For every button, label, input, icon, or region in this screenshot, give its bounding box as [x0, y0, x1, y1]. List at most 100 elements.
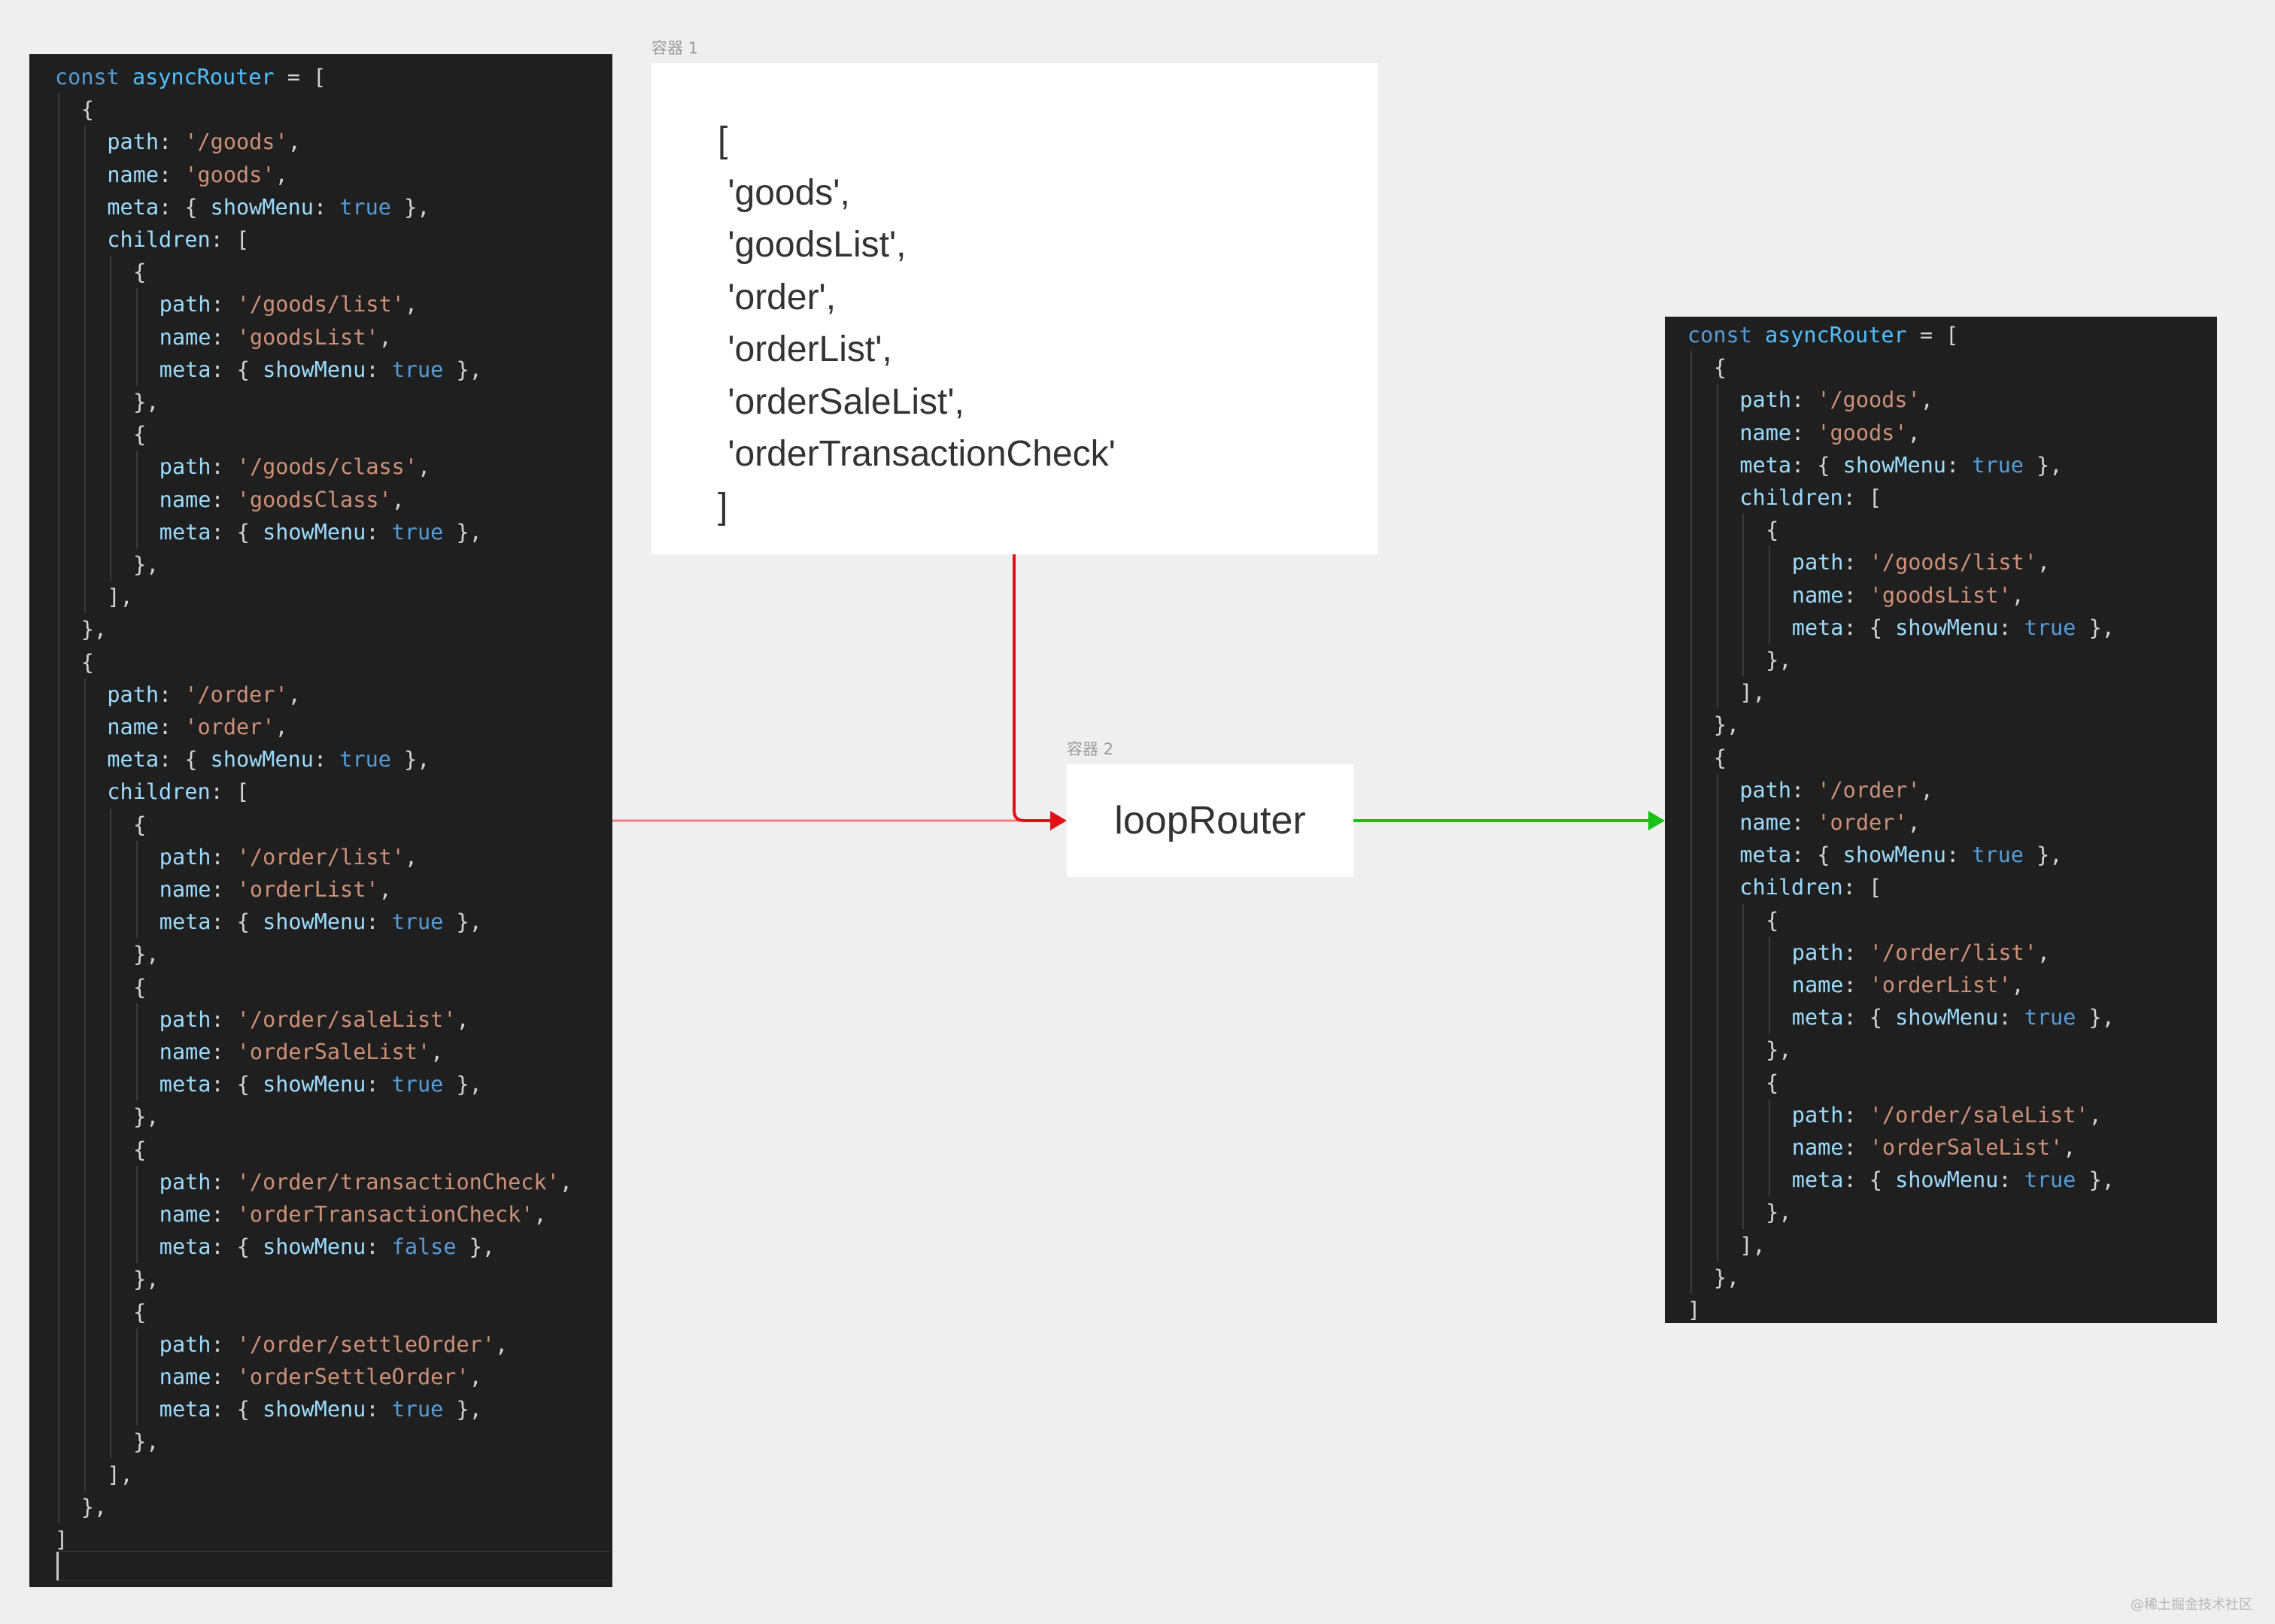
indent-guide [1716, 773, 1718, 1261]
code-token: { [1766, 1070, 1779, 1095]
code-token: : { [211, 1072, 263, 1097]
code-token: { [1713, 355, 1727, 381]
code-line: { [29, 971, 612, 1003]
code-token: true [2024, 1005, 2076, 1031]
code-token: children [1739, 875, 1843, 900]
code-line: name: 'orderSaleList', [29, 1036, 612, 1068]
container2-box: loopRouter [1067, 764, 1353, 877]
code-token: const [1687, 323, 1765, 348]
code-line: name: 'orderSettleOrder', [29, 1361, 612, 1393]
code-token: showMenu [210, 747, 314, 773]
code-token: { [133, 422, 147, 448]
code-token: meta [1739, 842, 1792, 868]
code-token: : [159, 162, 185, 187]
code-token: name [159, 877, 211, 902]
code-token: : [211, 1169, 237, 1194]
code-token: '/order/saleList' [1869, 1102, 2089, 1128]
code-token: name [1791, 1135, 1844, 1160]
code-token: { [1766, 907, 1779, 933]
code-token: ] [55, 1527, 68, 1552]
code-token: meta [159, 909, 211, 935]
code-token: name [159, 487, 211, 512]
code-token: 'goods' [184, 162, 275, 187]
code-token: }, [2076, 615, 2115, 640]
code-line: meta: { showMenu: true }, [29, 906, 612, 938]
code-line: meta: { showMenu: true }, [1665, 1164, 2217, 1196]
code-token: : [ [210, 779, 250, 805]
code-token: }, [133, 552, 159, 577]
code-token: meta [159, 1397, 211, 1422]
code-token: children [107, 227, 211, 252]
code-line: }, [29, 1491, 612, 1523]
code-line: path: '/order/saleList', [1665, 1099, 2217, 1131]
code-token: : [211, 487, 237, 512]
indent-guide [136, 1328, 138, 1426]
code-line: { [29, 646, 612, 678]
code-line: children: [ [29, 776, 612, 808]
code-line: }, [29, 1425, 612, 1458]
code-token: , [430, 1040, 444, 1064]
code-token: name [107, 715, 159, 739]
code-token: }, [80, 617, 108, 642]
code-token: , [2011, 973, 2024, 997]
code-line: meta: { showMenu: false }, [29, 1231, 612, 1263]
code-line: name: 'goodsClass', [29, 484, 612, 516]
code-token: : [1843, 1135, 1870, 1160]
code-line: path: '/order/saleList', [29, 1003, 612, 1036]
code-token: showMenu [263, 1397, 366, 1422]
code-token: true [391, 1072, 444, 1097]
code-token: path [159, 1006, 211, 1032]
container2-caption: 容器 2 [1067, 740, 1114, 758]
code-token: : { [1791, 452, 1843, 478]
code-token: path [1791, 939, 1844, 965]
code-line: name: 'order', [1665, 806, 2217, 839]
code-token: true [1972, 452, 2024, 478]
code-token: showMenu [1842, 452, 1946, 478]
code-token: }, [133, 1429, 159, 1455]
code-line: name: 'goodsList', [29, 321, 612, 354]
code-token: path [1739, 777, 1792, 803]
code-line: }, [29, 1263, 612, 1295]
current-line-highlight [56, 1551, 610, 1581]
code-token: , [1907, 420, 1921, 445]
code-token: }, [443, 357, 482, 382]
code-token: ], [1739, 1232, 1766, 1258]
code-line: path: '/order/list', [1665, 936, 2217, 969]
code-token: : { [211, 1234, 263, 1260]
code-token: name [107, 162, 159, 187]
code-token: meta [1791, 615, 1844, 640]
code-line: { [1665, 351, 2217, 384]
code-token: : [211, 1202, 237, 1227]
code-token: ] [1687, 1298, 1701, 1322]
code-token: ], [1739, 680, 1766, 706]
code-token: , [417, 454, 431, 480]
code-token: : { [1843, 1005, 1896, 1031]
code-token: { [1766, 518, 1779, 543]
code-line: name: 'goods', [29, 159, 612, 191]
code-line: { [29, 418, 612, 451]
code-line: name: 'orderTransactionCheck', [29, 1198, 612, 1231]
code-token: meta [1791, 1167, 1844, 1193]
code-token: meta [159, 519, 211, 545]
code-token: }, [2076, 1005, 2115, 1031]
code-token: path [159, 844, 211, 870]
code-token: }, [443, 909, 482, 935]
indent-guide [136, 288, 138, 386]
code-token: '/order/transactionCheck' [236, 1169, 560, 1194]
code-token: meta [159, 357, 211, 382]
code-token: : [159, 715, 185, 739]
code-token: { [133, 260, 147, 285]
code-line: path: '/order/transactionCheck', [29, 1166, 612, 1198]
code-token: : { [211, 357, 263, 382]
code-line: path: '/goods/list', [1665, 546, 2217, 578]
code-token: , [391, 487, 405, 512]
code-token: showMenu [263, 1234, 366, 1260]
indent-guide [1742, 514, 1745, 677]
code-token: , [404, 844, 418, 870]
code-token: '/goods/list' [1869, 550, 2037, 575]
code-token: : [1998, 1167, 2024, 1193]
code-token: , [1907, 810, 1921, 835]
code-line: meta: { showMenu: true }, [1665, 449, 2217, 481]
text-cursor [56, 1552, 59, 1580]
code-line: ], [1665, 1229, 2217, 1261]
